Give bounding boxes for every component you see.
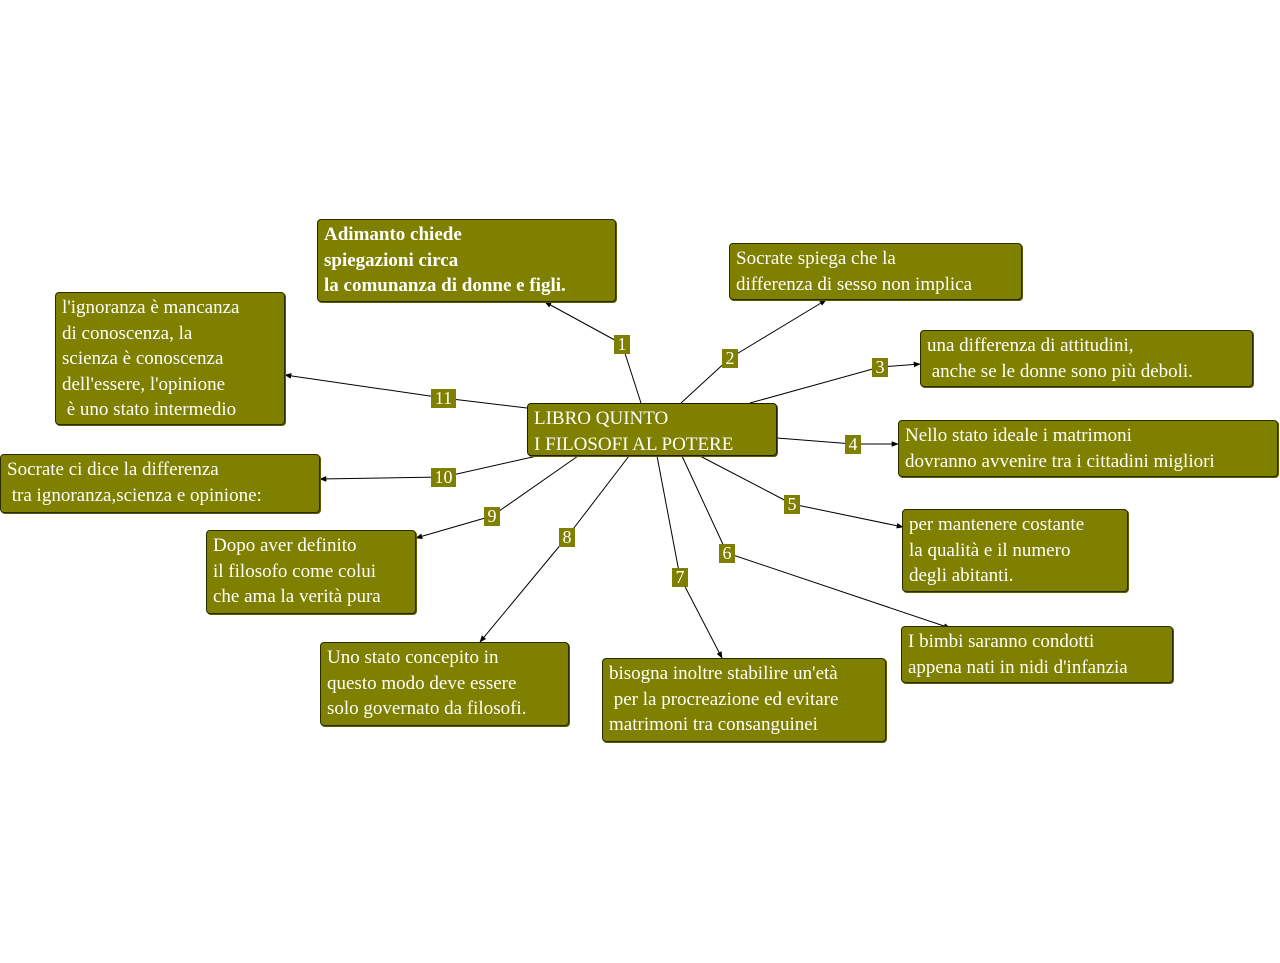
link-label-6: 6 — [719, 544, 735, 563]
node-differenza-sesso[interactable]: Socrate spiega che la differenza di sess… — [729, 243, 1022, 300]
connector-line-5-start — [699, 455, 793, 505]
link-label-2: 2 — [722, 349, 738, 368]
connector-line-11-arrow — [284, 373, 444, 399]
link-label-10: 10 — [431, 468, 456, 487]
node-governato-da-filosofi[interactable]: Uno stato concepito in questo modo deve … — [320, 642, 569, 726]
node-differenza-attitudini[interactable]: una differenza di attitudini, anche se l… — [920, 330, 1253, 387]
link-label-7: 7 — [672, 568, 688, 587]
connector-line-10-start — [443, 455, 538, 478]
link-label-4: 4 — [845, 435, 861, 454]
link-label-1: 1 — [614, 335, 630, 354]
connector-line-3-start — [749, 366, 881, 404]
connector-line-9-start — [491, 455, 579, 517]
connector-line-8-start — [566, 455, 630, 538]
connector-line-7-start — [656, 455, 681, 578]
connector-line-6-start — [681, 455, 728, 554]
node-qualita-numero-abitanti[interactable]: per mantenere costante la qualità e il n… — [902, 509, 1128, 592]
node-ignoranza-scienza-opinione[interactable]: Socrate ci dice la differenza tra ignora… — [0, 454, 320, 513]
connector-line-9-arrow — [415, 515, 493, 539]
connector-line-5-arrow — [791, 503, 904, 529]
central-topic-node[interactable]: LIBRO QUINTO I FILOSOFI AL POTERE — [527, 403, 777, 456]
node-definizioni-conoscenza[interactable]: l'ignoranza è mancanza di conoscenza, la… — [55, 292, 285, 425]
node-adimanto-chiede[interactable]: Adimanto chiede spiegazioni circa la com… — [317, 219, 616, 302]
connector-line-7-arrow — [679, 576, 723, 659]
connector-line-2-start — [680, 357, 731, 404]
node-eta-procreazione[interactable]: bisogna inoltre stabilire un'età per la … — [602, 658, 886, 742]
connector-line-11-start — [443, 397, 528, 409]
link-label-11: 11 — [431, 389, 456, 408]
node-matrimoni-stato-ideale[interactable]: Nello stato ideale i matrimoni dovranno … — [898, 420, 1278, 477]
connector-line-1-arrow — [544, 301, 623, 345]
connector-line-4-start — [776, 437, 854, 445]
connector-line-2-arrow — [729, 299, 827, 359]
node-nidi-infanzia[interactable]: I bimbi saranno condotti appena nati in … — [901, 626, 1173, 683]
node-definizione-filosofo[interactable]: Dopo aver definito il filosofo come colu… — [206, 530, 416, 614]
link-label-3: 3 — [872, 358, 888, 377]
link-label-8: 8 — [559, 528, 575, 547]
connector-line-8-arrow — [479, 536, 568, 643]
link-label-5: 5 — [784, 495, 800, 514]
link-label-9: 9 — [484, 507, 500, 526]
connector-line-6-arrow — [726, 552, 951, 629]
connector-line-10-arrow — [319, 476, 444, 482]
